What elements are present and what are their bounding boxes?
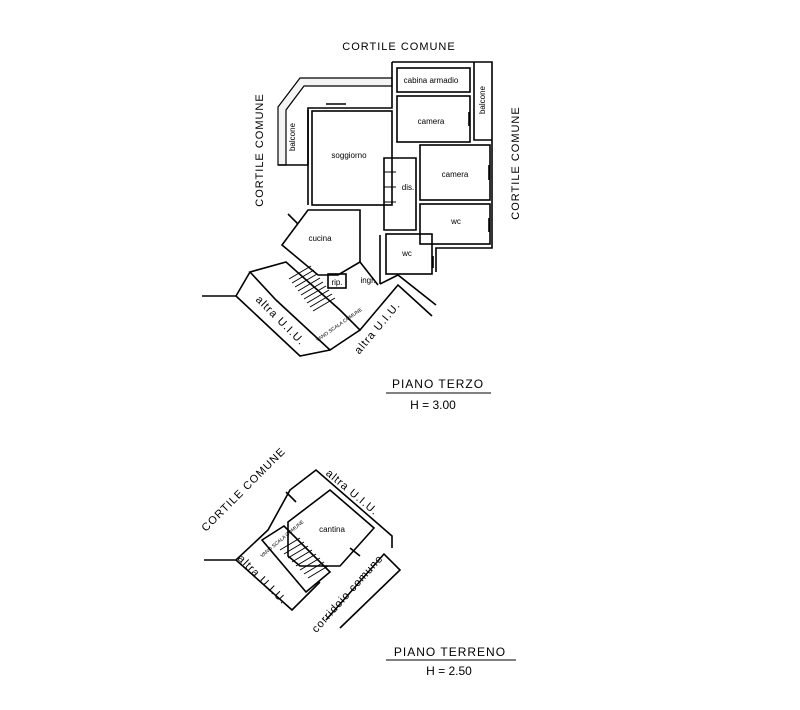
adjacent-unit-line (235, 295, 331, 357)
room-camera-1 (396, 95, 471, 143)
floor-title-terreno: PIANO TERRENO (394, 645, 506, 659)
label-rip: rip. (331, 278, 342, 287)
adjacent-unit-line (359, 283, 433, 331)
adjacent-unit-line (202, 271, 251, 297)
label-soggiorno: soggiorno (331, 151, 367, 160)
label-wc-2: wc (401, 249, 412, 258)
label-camera-1: camera (418, 117, 445, 126)
room-wc-2 (385, 233, 433, 275)
label-vano-scala: VANO SCALA COMUNE (315, 307, 364, 344)
room-ripostiglio (327, 273, 347, 289)
label-cabina-armadio: cabina armadio (404, 76, 459, 85)
room-cucina (280, 209, 361, 276)
label-altra-uiu-left-ground: altra U.I.U. (235, 553, 289, 607)
label-camera-2: camera (442, 170, 469, 179)
ground-stair-steps (279, 537, 329, 579)
label-balcone-right: balcone (478, 85, 487, 114)
label-cortile-comune-right: CORTILE COMUNE (510, 106, 522, 219)
label-cantina: cantina (319, 525, 345, 534)
room-disimpegno (383, 157, 417, 231)
outer-wall-east (435, 140, 493, 272)
label-cortile-comune-top: CORTILE COMUNE (342, 41, 455, 53)
room-camera-2 (419, 144, 491, 201)
label-wc-1: wc (450, 217, 461, 226)
label-ingr: ingr. (360, 276, 375, 285)
floor-height-terzo: H = 3.00 (410, 398, 456, 412)
upper-floor-plan: CORTILE COMUNE CORTILE COMUNE CORTILE CO… (202, 41, 522, 412)
label-balcone-left: balcone (288, 122, 297, 151)
stair-steps (288, 265, 336, 312)
room-wc-1 (419, 203, 491, 245)
room-cantina (287, 488, 376, 567)
outer-wall-north (307, 61, 493, 205)
ground-stair-well (260, 524, 332, 594)
label-cortile-comune-left: CORTILE COMUNE (254, 93, 266, 206)
ground-floor-plan: CORTILE COMUNE altra U.I.U. altra U.I.U.… (200, 446, 516, 678)
corridor-wall (325, 552, 402, 629)
door-mark (349, 547, 361, 557)
label-cucina: cucina (308, 234, 332, 243)
ground-outer-wall (235, 559, 321, 612)
adjacent-unit-line (379, 274, 437, 306)
balcony-right-wall (473, 62, 492, 141)
label-dis: dis. (402, 183, 414, 192)
window-marks (287, 103, 490, 268)
floor-title-terzo: PIANO TERZO (392, 377, 484, 391)
door-mark (285, 491, 297, 503)
label-cortile-comune-ground: CORTILE COMUNE (200, 446, 289, 535)
entrance-walls (359, 235, 381, 286)
room-cabina-armadio (396, 67, 471, 93)
floor-height-terreno: H = 2.50 (426, 664, 472, 678)
